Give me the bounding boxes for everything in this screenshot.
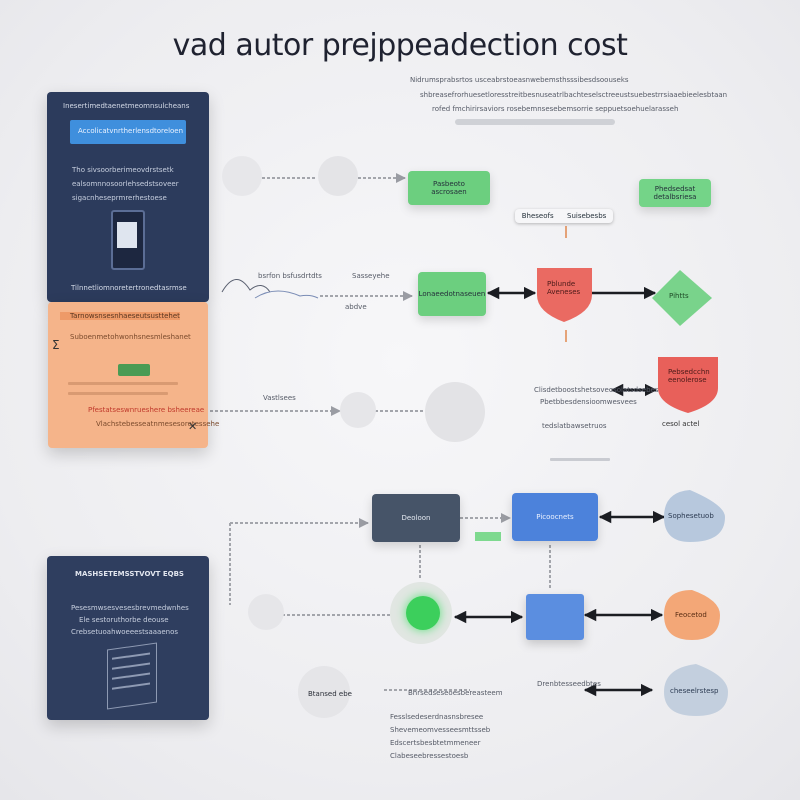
faint-circle-3 xyxy=(340,392,376,428)
row5-list-item-1: Fesslsedeserdnasnsbresee xyxy=(390,713,484,721)
panel-top-button[interactable]: Accolicatvnrtherlensdtoreloen xyxy=(70,120,186,144)
node-dark[interactable]: Deoloon xyxy=(372,494,460,542)
header-line-2: shbreasefrorhuesetloresstreitbesnuseatrl… xyxy=(420,91,728,99)
cross-icon: ✕ xyxy=(188,420,198,433)
row2-left-label: bsrfon bsfusdrtdts xyxy=(258,272,322,280)
orange-bar-1 xyxy=(68,382,178,385)
panel-bottom-line-2: Ele sestoruthorbe deouse xyxy=(79,616,169,624)
doodle-left xyxy=(221,279,271,293)
small-green-chip xyxy=(475,532,501,541)
orange-panel-sub: Suboenmetohwonhsnesmleshanet xyxy=(70,333,191,341)
green-blob xyxy=(406,596,440,630)
green-diamond-shape xyxy=(652,270,712,326)
node-orange-circle-label: Feocetod xyxy=(675,611,707,619)
faint-circle-5 xyxy=(248,594,284,630)
row3-divider xyxy=(550,458,610,461)
node-green-top[interactable]: Pasbeoto ascrosaen xyxy=(408,171,490,205)
row3-right-1: Clisdetboostshetsoveosolatsdsebes xyxy=(534,386,659,394)
node-green-right[interactable]: Phedsedsat detalbsriesa xyxy=(639,179,711,207)
header-underline xyxy=(455,119,615,125)
panel-top-line-3: sigacnheseprmrerhestoese xyxy=(72,194,167,202)
orange-panel-heading-bar xyxy=(60,312,180,320)
node-red-shield-label: Pebsedcchn eenolerose xyxy=(668,368,710,384)
row5-list-item-3: Edscertsbesbtetmmeneer xyxy=(390,739,481,747)
row3-right-3: tedslatbawsetruos xyxy=(542,422,607,430)
panel-top-heading: Inesertimedtaenetmeomnsulcheans xyxy=(63,102,190,110)
tag-pair[interactable]: Bheseofs Suisebesbs xyxy=(515,209,613,223)
node-blue-drop-label: cheseelrstesp xyxy=(670,687,719,695)
red-shield-mid-shape xyxy=(537,268,592,322)
row3-left-label: Vastlsees xyxy=(263,394,296,402)
doodle-wave xyxy=(254,290,319,299)
info-panel-orange: Tarnowsnsesnhaeseutsusttehet Suboenmetoh… xyxy=(48,302,219,448)
node-red-shield-caption: cesol actel xyxy=(662,420,700,428)
faint-circle-2 xyxy=(318,156,358,196)
tag-a: Bheseofs xyxy=(521,212,554,220)
orange-panel-heading: Tarnowsnsesnhaeseutsusttehet xyxy=(70,312,180,320)
faint-circle-6 xyxy=(298,666,350,718)
small-badge-label: Btansed ebe xyxy=(308,690,352,698)
red-shield-right-shape xyxy=(658,357,718,413)
blue-drop-shape xyxy=(664,664,728,716)
panel-top-button-label: Accolicatvnrtherlensdtoreloen xyxy=(78,127,184,135)
orange-bar-2 xyxy=(68,392,168,395)
sigma-icon: Σ xyxy=(52,338,60,352)
panel-bottom-line-1: Pesesmwsesvesesbrevmedwnhes xyxy=(71,604,189,612)
node-blue[interactable]: Picoocnets xyxy=(512,493,598,541)
row5-list-item-2: Shevemeomvesseesmttsseb xyxy=(390,726,491,734)
node-red-mid-label: Pblunde Aveneses xyxy=(547,280,581,296)
tag-b: Suisebesbs xyxy=(567,212,607,220)
node-diamond-label: Pihtts xyxy=(669,292,689,300)
blue-circle-shape xyxy=(664,490,725,542)
device-icon xyxy=(111,210,145,270)
row2-small-label: Sasseyehe xyxy=(352,272,390,280)
row3-right-2: Pbetbbesdensioomwesvees xyxy=(540,398,637,406)
orange-panel-red-text: Pfestatseswnrueshere bsheereae xyxy=(88,406,205,414)
orange-panel-chip[interactable] xyxy=(118,364,150,376)
panel-bottom-line-3: Crebsetuoahwoeeestsaaaenos xyxy=(71,628,179,636)
row6-right-label: Drenbtesseedbtes xyxy=(537,680,601,688)
panel-bottom-heading: MASHSETEMSSTVOVT EQBS xyxy=(75,570,184,578)
header-line-1: Nidrumsprabsrtos usceabrstoeasnwebemsths… xyxy=(410,76,629,84)
diagram-title: vad autor prejppeadection cost xyxy=(172,28,628,63)
node-blue-cube[interactable] xyxy=(526,594,584,640)
row2-below-label: abdve xyxy=(345,303,367,311)
faint-circle-1 xyxy=(222,156,262,196)
panel-top-footer: Tilnnetliomnoretertronedtasrmse xyxy=(71,284,187,292)
panel-top-line-1: Tho sivsoorberimeovdrstsetk xyxy=(72,166,174,174)
info-panel-top: Inesertimedtaenetmeomnsulcheans Accolica… xyxy=(47,92,209,302)
node-green-mid[interactable]: Lonaeedotnaseuen xyxy=(418,272,486,316)
header-line-3: rofed fmchirirsaviors rosebemnsesebemsor… xyxy=(432,105,679,113)
node-blue-circle-label: Sophesetuob xyxy=(668,512,714,520)
orange-panel-line: Vlachstebesseatnmesesoretessehe xyxy=(96,420,220,428)
row5-list-item-4: Clabeseebressestoesb xyxy=(390,752,469,760)
panel-top-line-2: ealsomnnosoorlehsedstsoveer xyxy=(72,180,179,188)
row5-list-head: Bhrsedseseoesbereasteem xyxy=(408,689,503,697)
orange-circle-shape xyxy=(664,590,720,640)
faint-circle-4 xyxy=(425,382,485,442)
stack-icon xyxy=(107,642,157,710)
info-panel-bottom: MASHSETEMSSTVOVT EQBS Pesesmwsesvesesbre… xyxy=(47,556,209,720)
